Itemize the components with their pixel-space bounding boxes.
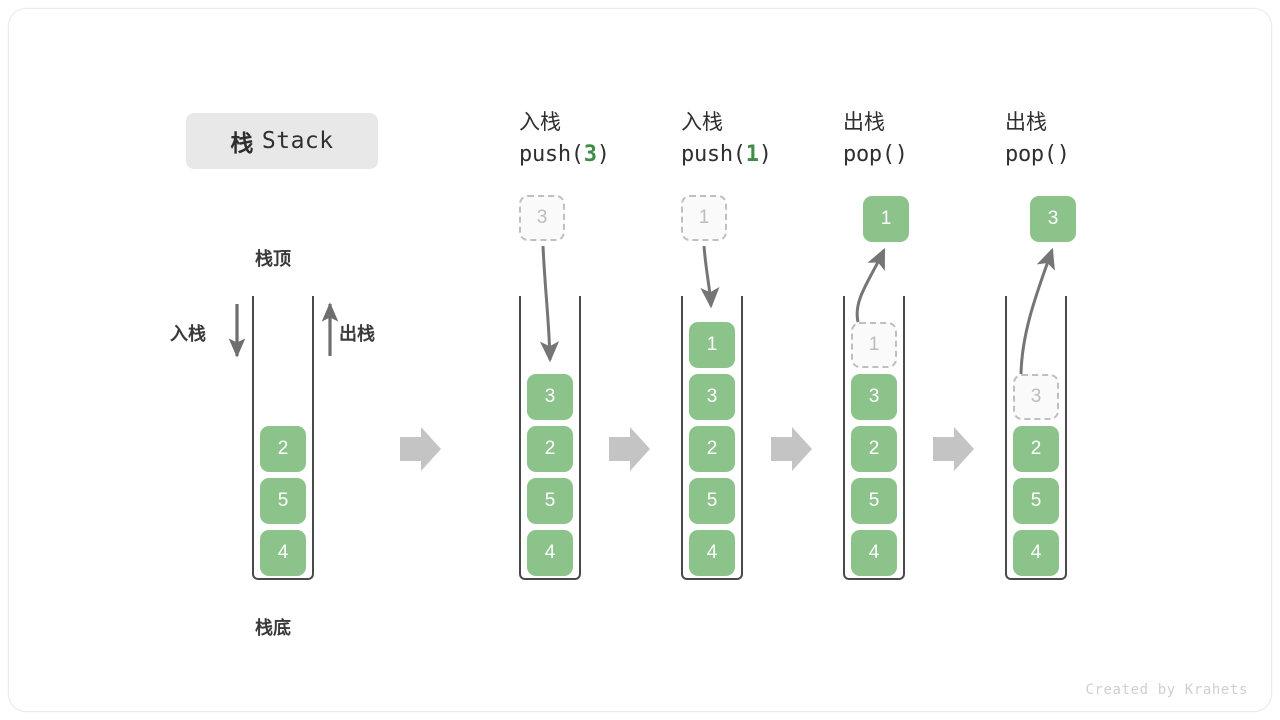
stack-column-pop-3: 3 2 5 4: [1005, 296, 1067, 580]
floating-box-pop-1: 1: [863, 196, 909, 242]
stack-cell: 3: [689, 374, 735, 420]
stack-cell: 5: [527, 478, 573, 524]
stack-cell: 2: [527, 426, 573, 472]
stack-column-pop-1: 1 3 2 5 4: [843, 296, 905, 580]
stack-cell: 1: [689, 322, 735, 368]
stack-cell: 2: [1013, 426, 1059, 472]
stack-column-push-1: 1 3 2 5 4: [681, 296, 743, 580]
step-code-label: pop(): [843, 142, 908, 167]
step-header-push-1: 入栈 push(1): [681, 108, 861, 172]
stack-cell: 5: [851, 478, 897, 524]
step-op-label: 入栈: [681, 111, 723, 134]
step-header-push-3: 入栈 push(3): [519, 108, 699, 172]
floating-box-push-3: 3: [519, 195, 565, 241]
stack-cell: 4: [260, 530, 306, 576]
title-en: Stack: [261, 128, 334, 154]
step-header-pop-1: 出栈 pop(): [843, 108, 1023, 172]
stack-cell-ghost: 1: [851, 322, 897, 368]
floating-box-pop-3: 3: [1030, 196, 1076, 242]
title-cn: 栈: [230, 130, 254, 156]
push-direction-label: 入栈: [170, 324, 206, 344]
step-op-label: 出栈: [1005, 111, 1047, 134]
stack-cell-ghost: 3: [1013, 374, 1059, 420]
stack-cell: 3: [527, 374, 573, 420]
stack-column-push-3: 3 2 5 4: [519, 296, 581, 580]
stack-cell: 2: [689, 426, 735, 472]
pop-direction-label: 出栈: [339, 324, 375, 344]
stack-cell: 4: [851, 530, 897, 576]
title-badge: 栈 Stack: [186, 113, 378, 169]
stack-cell: 2: [851, 426, 897, 472]
step-op-label: 入栈: [519, 111, 561, 134]
stack-cell: 4: [689, 530, 735, 576]
stack-column-initial: 2 5 4: [252, 296, 314, 580]
stack-cell: 2: [260, 426, 306, 472]
stack-cell: 3: [851, 374, 897, 420]
floating-box-push-1: 1: [681, 195, 727, 241]
step-code-label: pop(): [1005, 142, 1070, 167]
step-op-label: 出栈: [843, 111, 885, 134]
stack-bottom-label: 栈底: [255, 618, 291, 638]
stack-cell: 5: [689, 478, 735, 524]
stack-cell: 5: [1013, 478, 1059, 524]
stack-top-label: 栈顶: [255, 249, 291, 269]
stack-cell: 4: [1013, 530, 1059, 576]
step-header-pop-3: 出栈 pop(): [1005, 108, 1185, 172]
stack-cell: 5: [260, 478, 306, 524]
credit-footer: Created by Krahets: [1085, 682, 1248, 698]
stack-cell: 4: [527, 530, 573, 576]
step-code-label: push(3): [519, 142, 610, 167]
step-code-label: push(1): [681, 142, 772, 167]
